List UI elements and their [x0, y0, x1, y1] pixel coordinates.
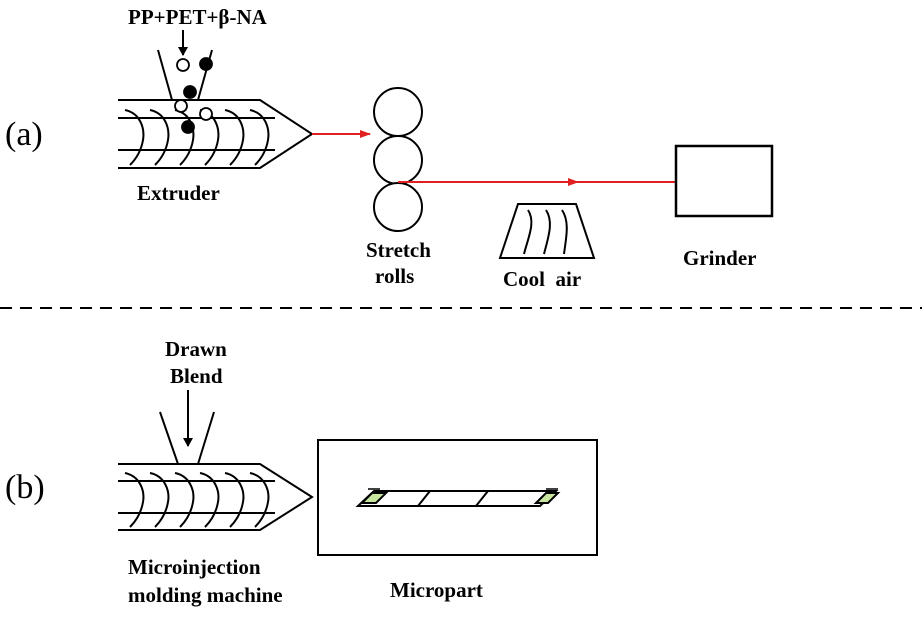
micropart — [355, 488, 561, 507]
feed-label-a: PP+PET+β-NA — [128, 5, 268, 29]
cool-air-unit — [498, 203, 596, 259]
roll-top — [373, 87, 423, 137]
cool-air-label: Cool air — [503, 267, 581, 291]
feed-label-b-line1: Drawn — [165, 337, 227, 361]
stretch-label-line1: Stretch — [366, 238, 431, 262]
roll-bottom — [373, 182, 423, 232]
stretch-rolls — [373, 87, 423, 232]
cool-air-housing — [498, 203, 596, 259]
stretch-label-line2: rolls — [375, 264, 414, 288]
feed-label-b-line2: Blend — [170, 364, 223, 388]
extruder-a-barrel — [118, 99, 314, 169]
extruder-a — [118, 49, 314, 169]
micropart-bar — [355, 490, 559, 507]
machine-label-line2: molding machine — [128, 583, 283, 607]
panel-b-label: (b) — [5, 469, 45, 506]
hopper-b — [159, 411, 215, 465]
extruder-label-a: Extruder — [137, 181, 220, 205]
micropart-tab-left — [359, 492, 389, 504]
micropart-label: Micropart — [390, 578, 483, 602]
panel-a-label: (a) — [5, 116, 43, 153]
extruder-b — [118, 411, 314, 531]
machine-label-line1: Microinjection — [128, 555, 261, 579]
extruder-b-barrel — [118, 463, 314, 531]
pellets-a — [174, 57, 213, 134]
grinder-label: Grinder — [683, 246, 757, 270]
micropart-tab-right — [533, 492, 561, 504]
roll-middle — [373, 135, 423, 185]
grinder-box — [674, 144, 774, 218]
